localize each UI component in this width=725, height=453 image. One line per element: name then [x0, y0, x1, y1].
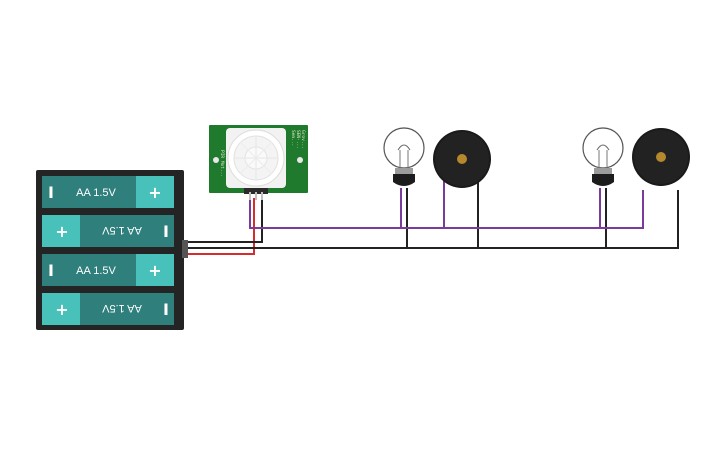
black-ground-bus[interactable]: [182, 190, 679, 249]
battery-label-1: AA 1.5V: [76, 187, 116, 199]
battery-cell-2: AA 1.5V + I: [42, 215, 174, 247]
piezo-buzzer-icon[interactable]: [433, 130, 491, 188]
negative-terminal-icon: I: [48, 183, 54, 202]
battery-cell-1: AA 1.5V I +: [42, 176, 174, 208]
negative-terminal-icon: I: [48, 261, 54, 280]
pcb-label-right-2: SEN-...: [295, 130, 301, 149]
purple-signal-bus[interactable]: [249, 190, 644, 229]
wires: [182, 180, 679, 255]
positive-terminal-icon: +: [148, 261, 161, 280]
battery-label-3: AA 1.5V: [76, 265, 116, 277]
positive-terminal-icon: +: [55, 222, 68, 241]
battery-label-4: AA 1.5V: [101, 302, 141, 314]
pcb-label-right-1: Sen...: [290, 130, 296, 146]
battery-pack[interactable]: AA 1.5V I + AA 1.5V + I AA 1.5V I + AA 1…: [36, 170, 188, 330]
black-wire-sensor[interactable]: [182, 198, 263, 243]
positive-terminal-icon: +: [148, 183, 161, 202]
piezo-buzzer-icon[interactable]: [632, 128, 690, 186]
light-bulb-icon[interactable]: [582, 127, 624, 186]
light-bulb-icon[interactable]: [383, 127, 425, 186]
battery-label-2: AA 1.5V: [101, 224, 141, 236]
red-wire[interactable]: [182, 198, 255, 255]
negative-terminal-icon: I: [163, 300, 169, 319]
pcb-label-left: PIR Mot...: [219, 150, 225, 177]
pcb-label-right-3: Grov...: [300, 130, 306, 149]
negative-terminal-icon: I: [163, 222, 169, 241]
pir-motion-sensor-icon[interactable]: PIR Mot... Sen... SEN-... Grov...: [209, 125, 308, 200]
battery-cell-3: AA 1.5V I +: [42, 254, 174, 286]
battery-cell-4: AA 1.5V + I: [42, 293, 174, 325]
positive-terminal-icon: +: [55, 300, 68, 319]
